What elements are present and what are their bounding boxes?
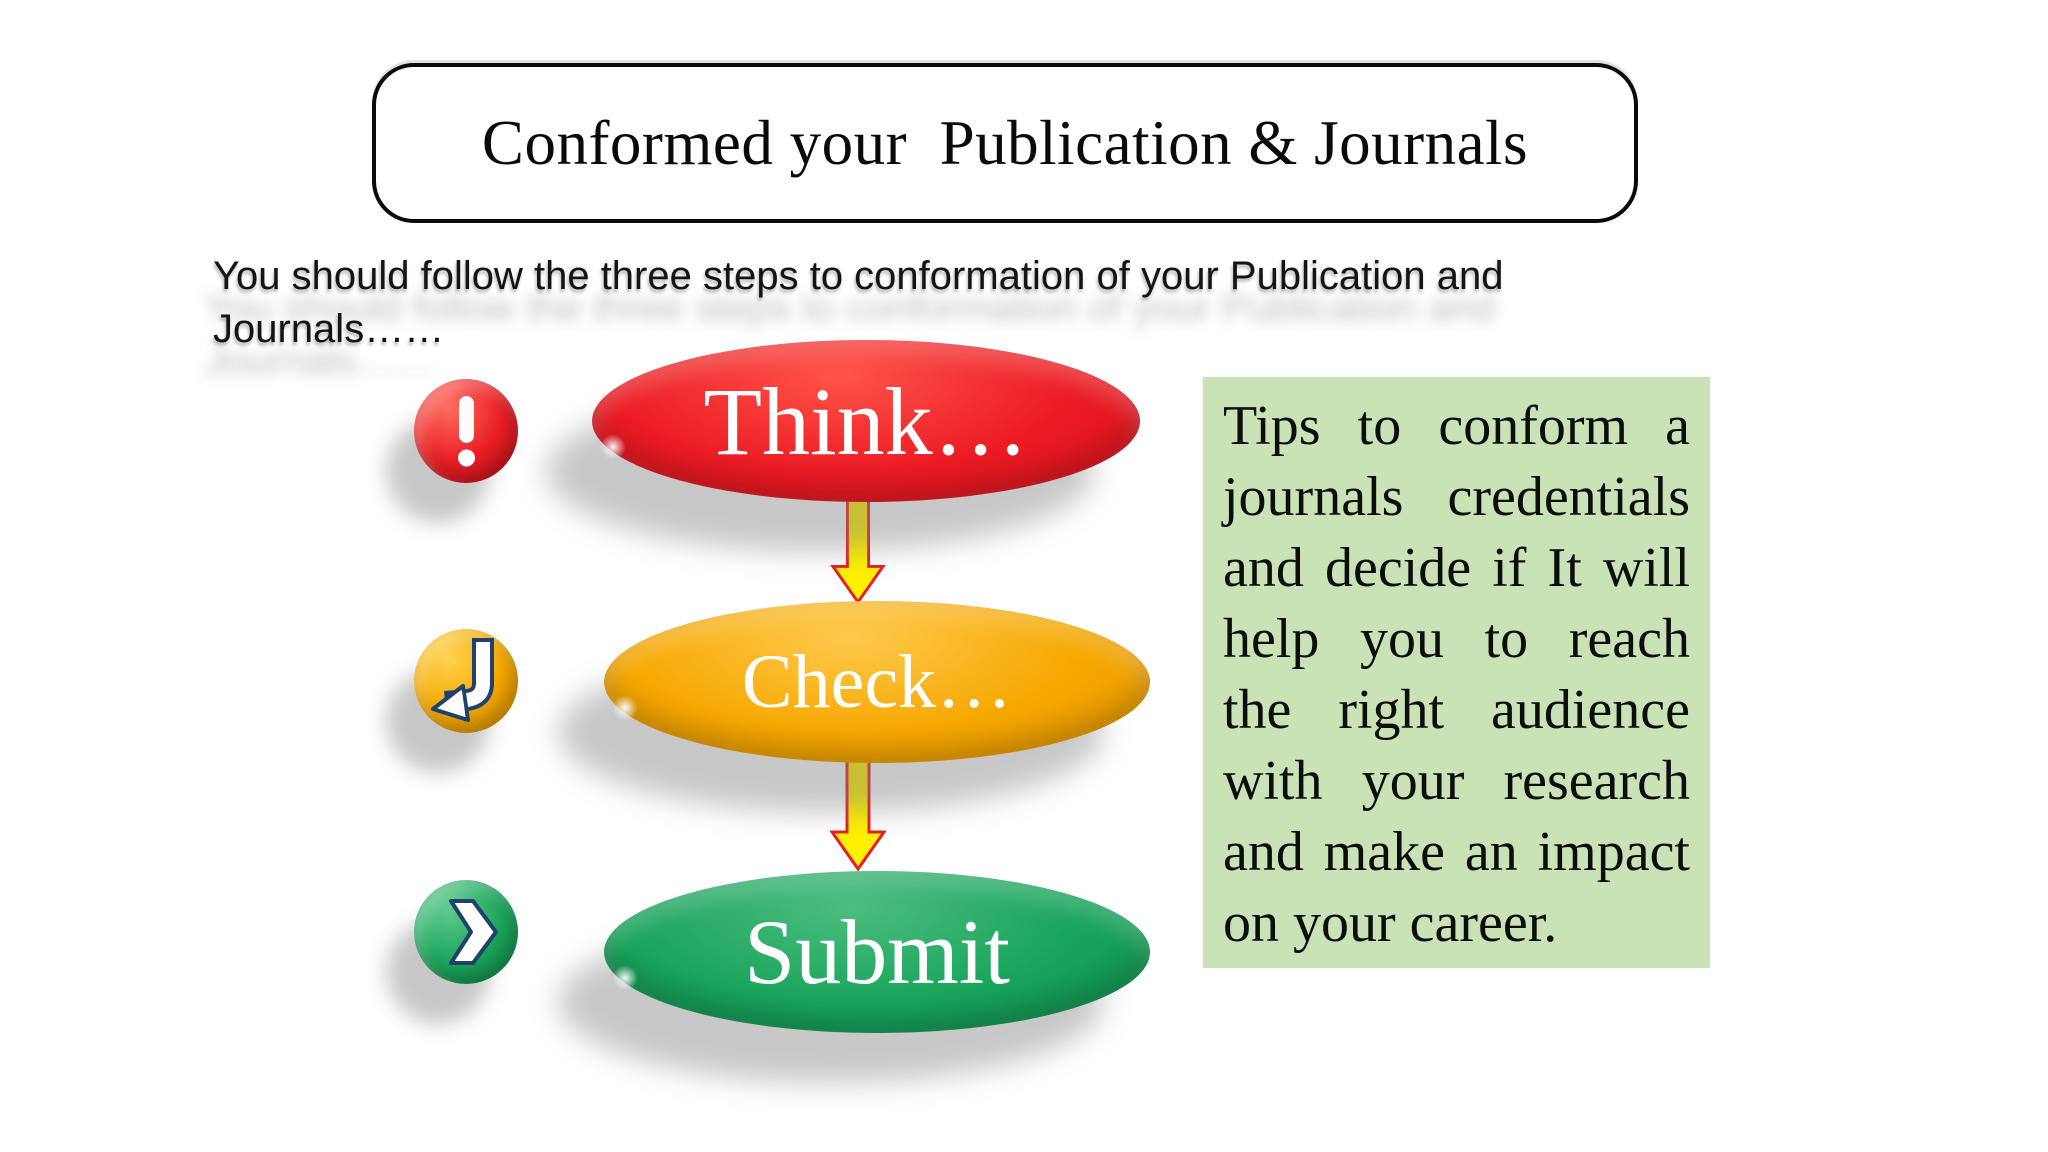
flow-arrow-think-to-check (830, 496, 886, 604)
step-oval-submit: Submit (604, 871, 1150, 1033)
return-arrow-icon (414, 629, 518, 733)
tips-line: on your career. (1223, 892, 1558, 954)
chevron-right-icon (414, 880, 518, 984)
exclamation-icon (414, 379, 518, 483)
tips-line: Tips to conform a (1223, 395, 1690, 457)
subtitle-shadow: You should follow the three steps to con… (205, 286, 1496, 383)
subtitle-line-2: Journals…… (213, 307, 445, 351)
step-oval-check: Check… (604, 601, 1150, 763)
step-oval-think: Think… (592, 340, 1140, 502)
title-box: Conformed your Publication & Journals (372, 63, 1638, 223)
tips-line: with your research (1223, 750, 1690, 812)
tips-line: and make an impact (1223, 821, 1690, 883)
step-label-submit: Submit (744, 901, 1010, 1003)
oval-glint (600, 433, 626, 460)
tips-line: journals credentials (1223, 466, 1690, 528)
subtitle-line-1: You should follow the three steps to con… (213, 254, 1504, 298)
tips-panel: Tips to conform a journals credentials a… (1203, 377, 1710, 968)
step-label-think: Think… (703, 367, 1029, 475)
flow-arrow-check-to-submit (830, 758, 886, 872)
tips-line: and decide if It will (1223, 537, 1690, 599)
page-title: Conformed your Publication & Journals (481, 107, 1529, 178)
step-label-check: Check… (741, 639, 1013, 724)
tips-line: help you to reach (1223, 608, 1690, 670)
tips-line: the right audience (1223, 679, 1690, 741)
subtitle: You should follow the three steps to con… (213, 250, 1663, 356)
oval-glint (612, 964, 638, 991)
oval-glint (612, 694, 638, 721)
